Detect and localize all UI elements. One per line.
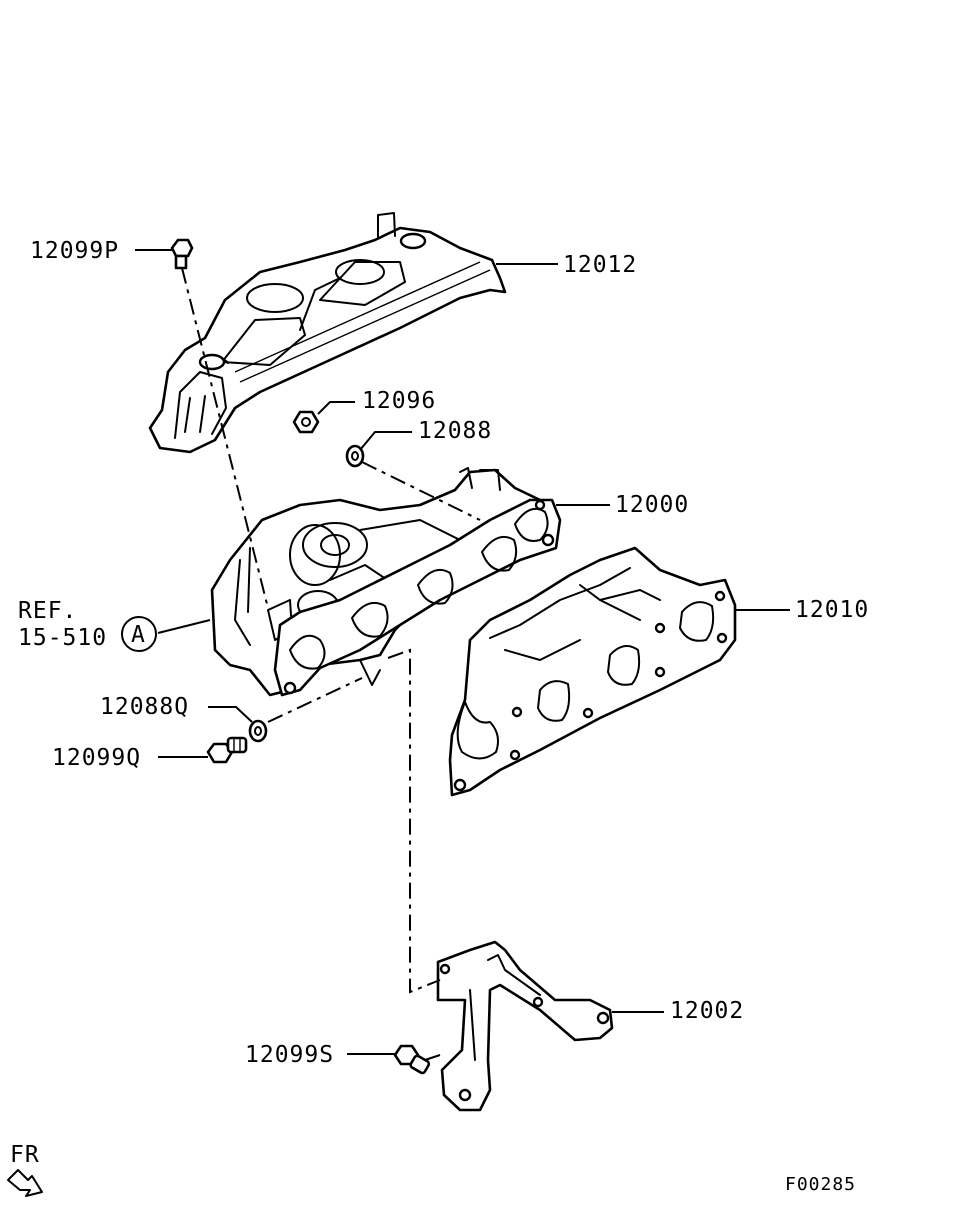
front-arrow-icon (7, 1169, 43, 1197)
reference-circle (121, 616, 157, 652)
manifold-bracket-12002 (436, 940, 614, 1112)
callout-leader-lines (135, 249, 790, 1055)
reference-block: REF. 15-510 A (18, 598, 157, 652)
front-direction-indicator: FR (7, 1142, 43, 1197)
callout-12099Q: 12099Q (52, 745, 141, 771)
exhaust-manifold-12000 (210, 467, 562, 697)
nut-12096 (292, 410, 320, 434)
callout-12099S: 12099S (245, 1042, 334, 1068)
bolt-12099Q (206, 736, 248, 764)
washer-12088 (345, 444, 365, 468)
callout-12099P: 12099P (30, 238, 119, 264)
callout-12088: 12088 (418, 418, 492, 444)
callout-labels: 12099P 12012 12096 12088 12000 12010 120… (30, 238, 869, 1068)
callout-12096: 12096 (362, 388, 436, 414)
callout-12010: 12010 (795, 597, 869, 623)
bolt-12099S (393, 1044, 431, 1075)
heat-protector-12012 (148, 212, 507, 454)
reference-line-1: REF. (18, 598, 77, 624)
assembly-center-lines (181, 267, 481, 1061)
bolt-12099P (170, 238, 194, 270)
callout-12012: 12012 (563, 252, 637, 278)
drawing-code: F00285 (785, 1174, 856, 1195)
callout-12088Q: 12088Q (100, 694, 189, 720)
reference-line-2: 15-510 (18, 625, 107, 651)
washer-12088Q (248, 719, 268, 743)
reference-circle-letter: A (131, 622, 146, 648)
manifold-gasket-12010 (448, 546, 737, 797)
front-label: FR (10, 1142, 40, 1168)
callout-12000: 12000 (615, 492, 689, 518)
callout-12002: 12002 (670, 998, 744, 1024)
